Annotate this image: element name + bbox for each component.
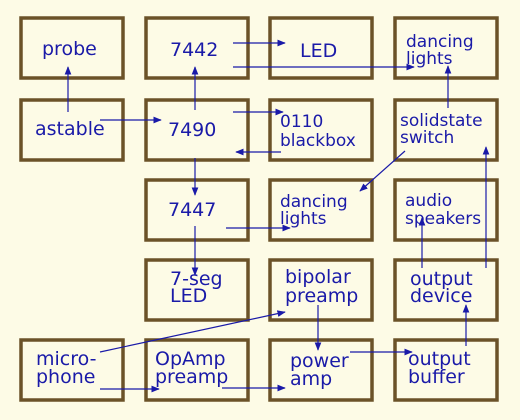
- block-border: [268, 338, 374, 402]
- block-border: [144, 98, 250, 162]
- block-border: [144, 338, 250, 402]
- block-border: [268, 258, 374, 322]
- block-label-line: speakers: [405, 209, 481, 229]
- block-label-line: dancing: [406, 32, 474, 52]
- block-border: [393, 98, 499, 162]
- block-label-line: bipolar: [285, 266, 351, 288]
- block-border: [393, 178, 499, 242]
- block-border: [268, 98, 374, 162]
- block-label-line: preamp: [155, 366, 228, 388]
- block-probe: probe: [19, 16, 125, 80]
- block-label-line: OpAmp: [155, 348, 226, 370]
- block-border: [19, 98, 125, 162]
- block-ic7442: 7442: [144, 16, 250, 80]
- connections: [64, 39, 490, 393]
- block-label-line: power: [290, 350, 349, 372]
- block-led: LED: [268, 16, 374, 80]
- block-label-line: solidstate: [400, 111, 483, 131]
- block-label-line: astable: [35, 118, 105, 140]
- block-label-line: lights: [280, 209, 327, 229]
- block-label-line: probe: [42, 38, 97, 60]
- block-label-line: 7490: [168, 119, 216, 141]
- block-label-line: blackbox: [280, 131, 356, 151]
- block-ic7490: 7490: [144, 98, 250, 162]
- block-border: [268, 16, 374, 80]
- block-label-line: 0110: [280, 112, 323, 132]
- block-label-line: 7447: [168, 199, 216, 221]
- block-label-line: lights: [406, 49, 453, 69]
- block-ic7447: 7447: [144, 178, 250, 242]
- arrow-switch-to-dancing-lights-mid: [359, 150, 406, 192]
- block-border: [19, 16, 125, 80]
- block-label-line: output: [408, 348, 471, 370]
- block-label-line: preamp: [285, 285, 358, 307]
- block-label-line: phone: [36, 366, 95, 388]
- block-astable: astable: [19, 98, 125, 162]
- block-border: [19, 338, 125, 402]
- block-label-line: amp: [290, 368, 332, 390]
- block-label-line: 7-seg: [170, 268, 223, 290]
- block-border: [393, 338, 499, 402]
- block-border: [144, 258, 250, 322]
- block-label-line: micro-: [36, 348, 96, 370]
- block-label-line: dancing: [280, 192, 348, 212]
- block-border: [144, 16, 250, 80]
- arrow-microphone-to-bipolar-preamp: [99, 310, 286, 353]
- block-label-line: buffer: [408, 366, 465, 388]
- block-label-line: LED: [300, 40, 337, 62]
- block-border: [393, 16, 499, 80]
- block-label-line: audio: [405, 191, 452, 211]
- block-label-line: device: [410, 285, 472, 307]
- block-label-line: LED: [170, 285, 207, 307]
- block-label-line: output: [410, 268, 473, 290]
- block-border: [393, 258, 499, 322]
- block-microphone: micro-phone: [19, 338, 125, 402]
- block-border: [268, 178, 374, 242]
- block-label-line: switch: [400, 128, 454, 148]
- block-label-line: 7442: [170, 39, 218, 61]
- block-border: [144, 178, 250, 242]
